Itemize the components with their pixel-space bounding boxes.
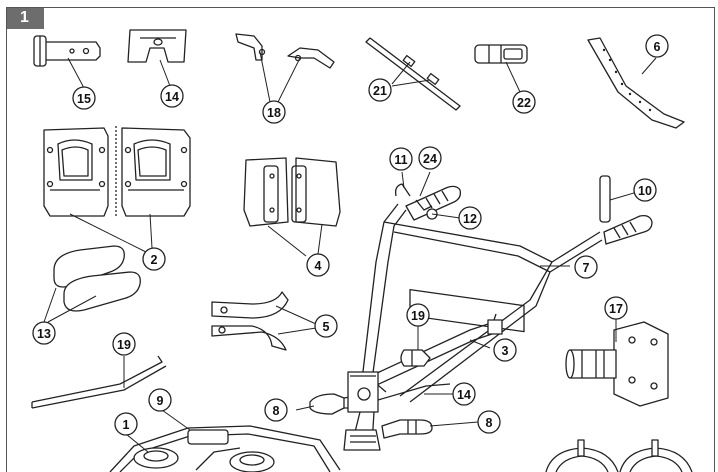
callout-8-left xyxy=(264,398,288,422)
part-arm-pads xyxy=(53,245,141,312)
shaft-assembly xyxy=(361,313,503,391)
callout-label: 7 xyxy=(583,261,590,275)
lower-handle-parts xyxy=(309,371,451,451)
part-fender-covers xyxy=(43,126,191,218)
callout-4 xyxy=(306,253,330,277)
callout-label: 22 xyxy=(517,96,531,110)
callout-18 xyxy=(262,100,286,124)
callout-21 xyxy=(368,78,392,102)
callout-label: 8 xyxy=(273,404,280,418)
part-cross-bar xyxy=(365,37,461,111)
part-angle-brackets xyxy=(235,33,335,69)
callout-label: 17 xyxy=(609,302,623,316)
callout-label: 14 xyxy=(457,388,471,402)
callout-1 xyxy=(114,412,138,436)
callout-label: 4 xyxy=(315,259,322,273)
part-curved-brackets xyxy=(211,291,289,351)
callout-label: 5 xyxy=(323,320,330,334)
callout-label: 6 xyxy=(654,40,661,54)
callout-8-right xyxy=(477,410,501,434)
callout-label: 11 xyxy=(394,153,407,167)
callout-label: 21 xyxy=(373,84,387,98)
callout-15 xyxy=(72,86,96,110)
callout-14-top xyxy=(160,84,184,108)
part-side-covers xyxy=(243,157,341,227)
callout-19-center xyxy=(406,303,430,327)
callout-label: 24 xyxy=(423,152,437,166)
callout-label: 8 xyxy=(486,416,493,430)
callout-7 xyxy=(574,255,598,279)
callout-label: 19 xyxy=(117,338,131,352)
callout-12 xyxy=(458,206,482,230)
part-clip-block xyxy=(474,44,528,64)
callout-label: 1 xyxy=(123,418,130,432)
callout-label: 13 xyxy=(37,327,51,341)
part-guard-strip xyxy=(587,37,685,129)
callout-11 xyxy=(389,147,413,171)
callout-label: 10 xyxy=(638,184,652,198)
callout-3 xyxy=(493,338,517,362)
callout-22 xyxy=(512,90,536,114)
figure-number-badge: 1 xyxy=(6,7,44,29)
callout-label: 15 xyxy=(77,92,91,106)
callout-label: 2 xyxy=(151,253,158,267)
callout-13 xyxy=(32,321,56,345)
callout-6 xyxy=(645,34,669,58)
base-frame xyxy=(109,425,341,472)
callout-14-bottom xyxy=(452,382,476,406)
figure-number: 1 xyxy=(20,9,29,26)
callout-5 xyxy=(314,314,338,338)
callout-24 xyxy=(418,146,442,170)
wheels xyxy=(545,439,693,472)
part-hinge-bracket xyxy=(33,35,101,67)
callout-10 xyxy=(633,178,657,202)
callout-label: 18 xyxy=(267,106,281,120)
part-hub-plate xyxy=(565,321,669,407)
callout-19-left xyxy=(112,332,136,356)
callout-9 xyxy=(148,388,172,412)
callout-17 xyxy=(604,296,628,320)
part-mount-bracket xyxy=(127,29,187,63)
callout-label: 12 xyxy=(463,212,477,226)
callout-label: 19 xyxy=(411,309,425,323)
callout-label: 9 xyxy=(157,394,164,408)
callout-2 xyxy=(142,247,166,271)
part-knob xyxy=(400,349,431,367)
callout-label: 3 xyxy=(502,344,509,358)
part-rod xyxy=(31,355,167,409)
callout-label: 14 xyxy=(165,90,179,104)
